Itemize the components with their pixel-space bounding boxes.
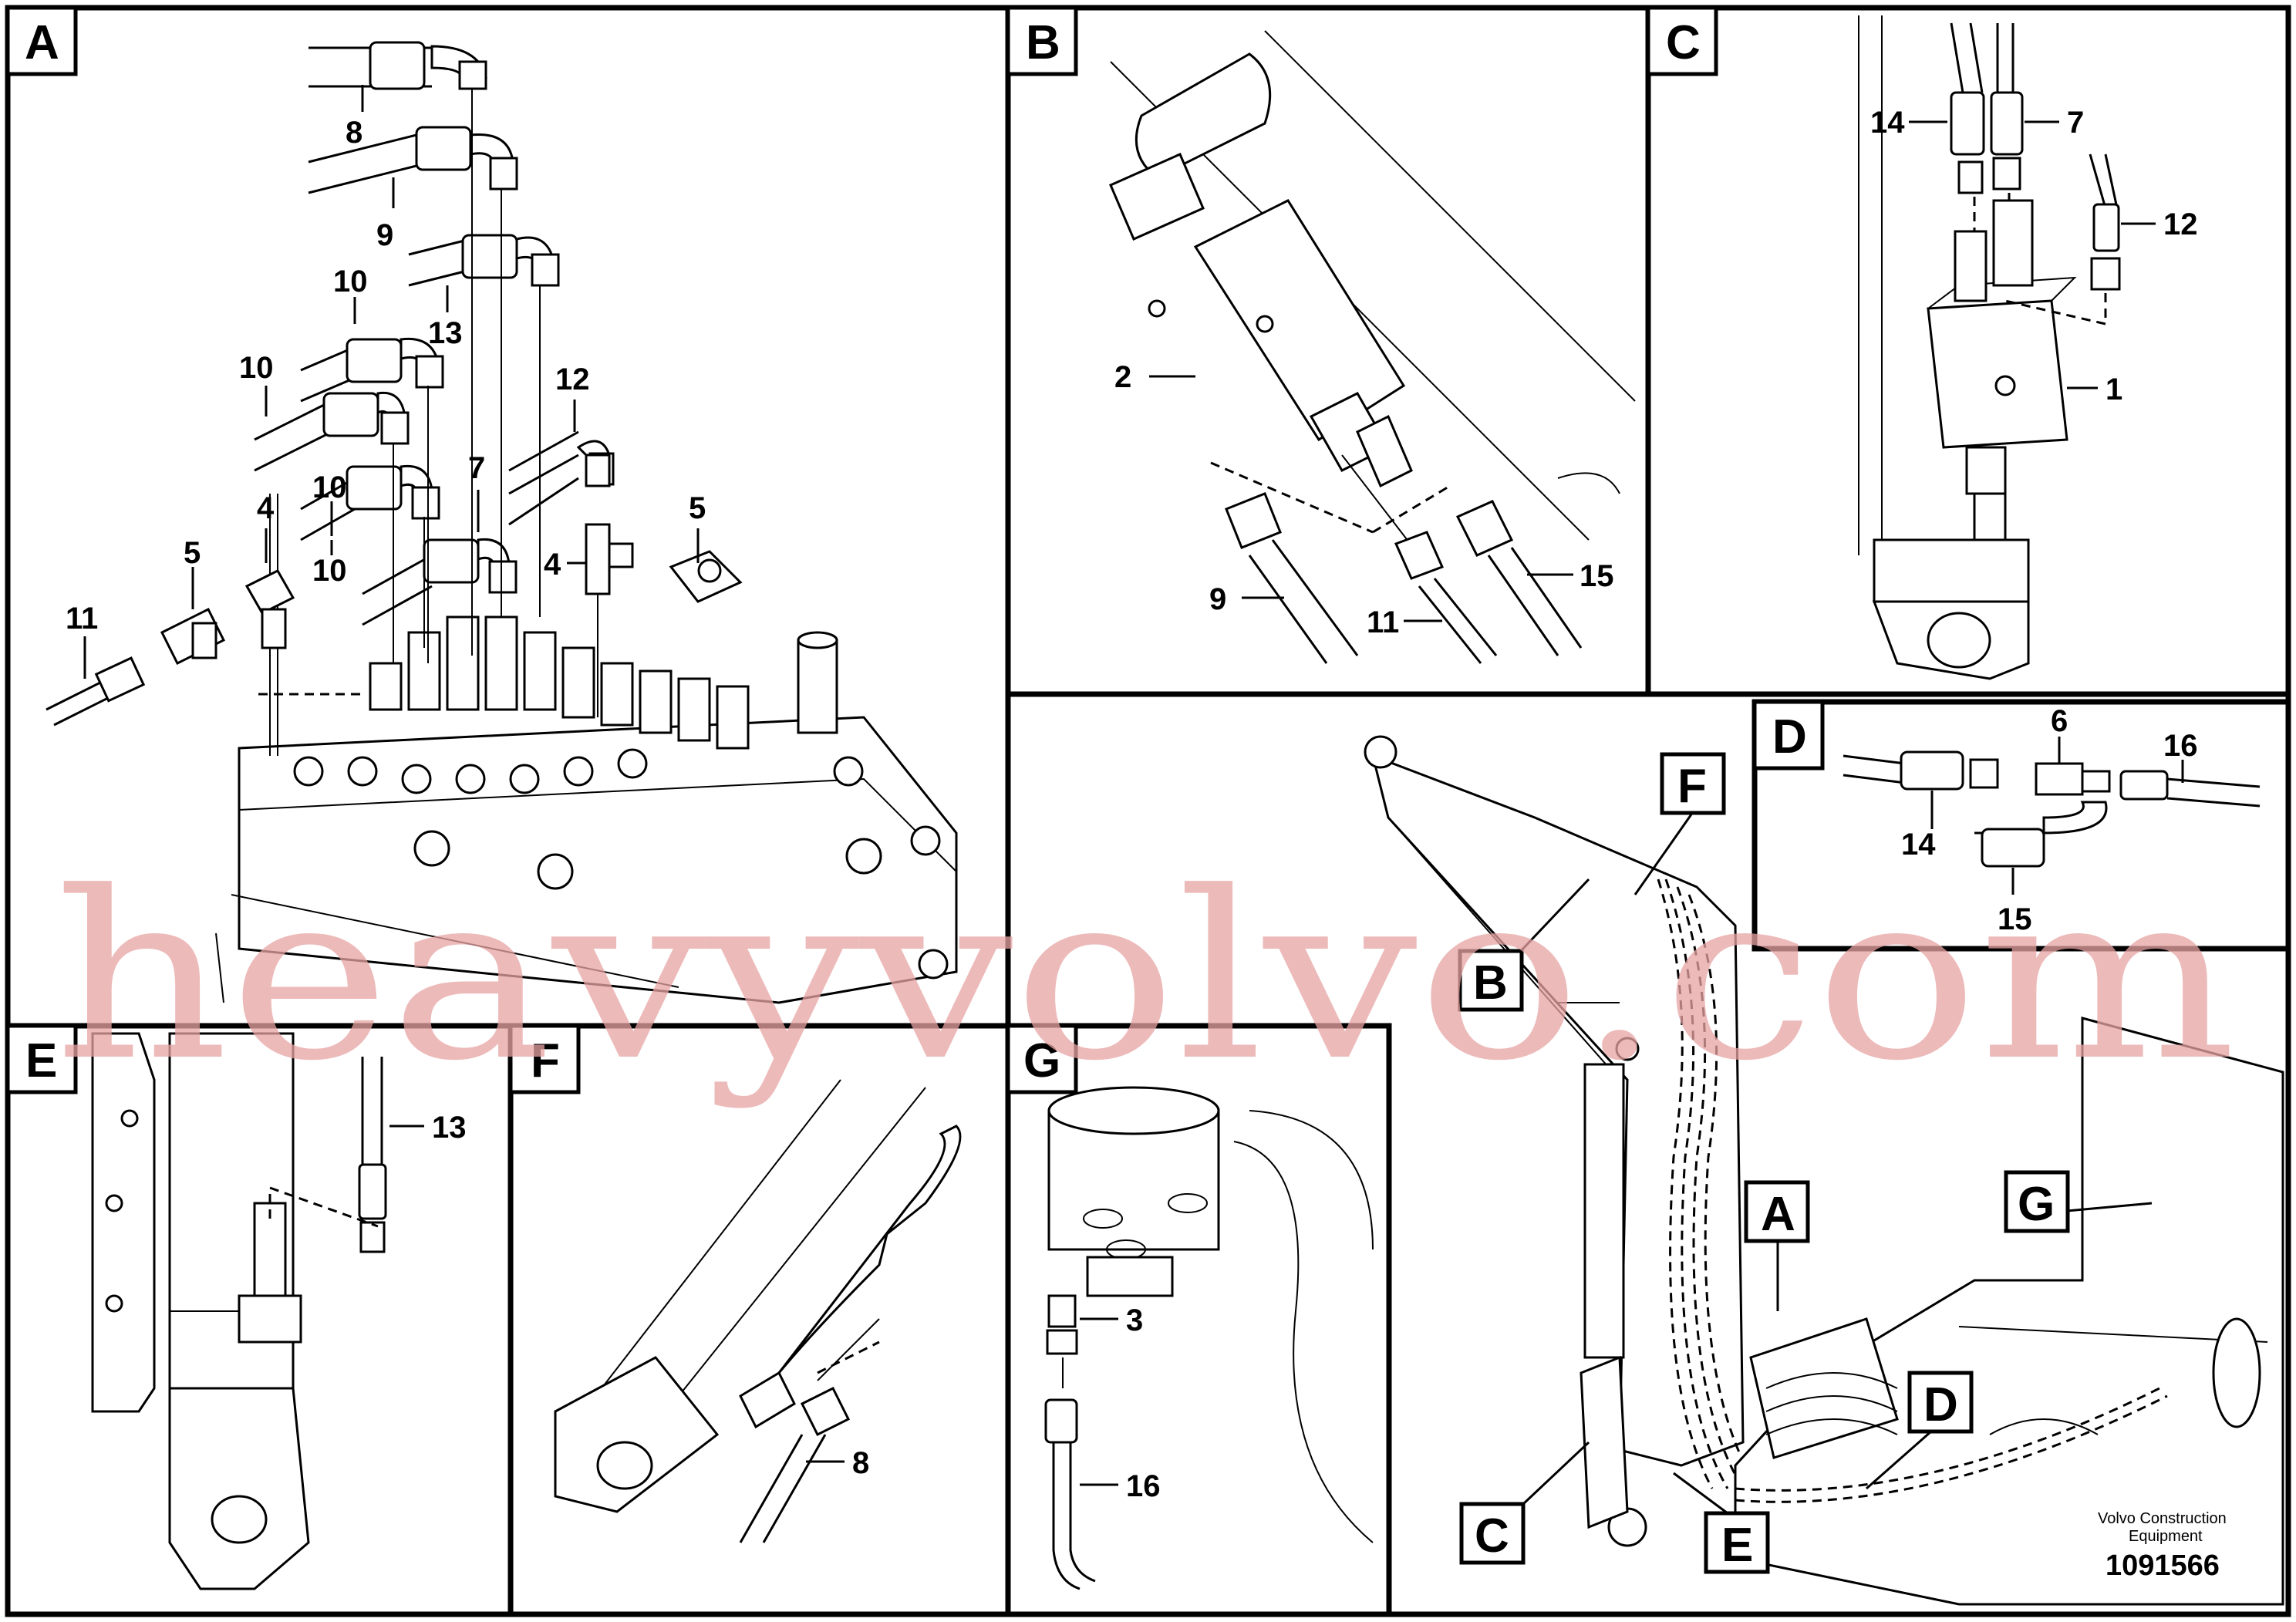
callout-a-10-mid: 10 <box>312 470 347 504</box>
panel-g-drawing: 3 16 <box>1044 1086 1374 1590</box>
tag-a <box>1744 1180 1810 1243</box>
callout-d-6: 6 <box>2051 704 2068 738</box>
callout-a-4-left: 4 <box>257 491 275 525</box>
panel-tag-d <box>1752 700 1825 771</box>
callout-d-14: 14 <box>1901 828 1936 862</box>
brand-line-1: Volvo Construction <box>2098 1510 2227 1527</box>
panel-tag-e <box>5 1023 78 1094</box>
upper-frame <box>1734 1017 2284 1606</box>
panel-tag-d-label: D <box>1772 710 1807 764</box>
tag-c <box>1459 1502 1526 1565</box>
callout-c-14: 14 <box>1870 106 1905 140</box>
panel-tag-f <box>508 1023 581 1094</box>
callout-c-1: 1 <box>2106 373 2122 406</box>
callout-a-10-left: 10 <box>239 351 274 385</box>
callout-a-4-right: 5 <box>689 491 706 525</box>
callout-a-12: 12 <box>555 363 590 396</box>
panel-f-frame <box>507 1023 1011 1617</box>
callout-a-7: 7 <box>468 451 485 485</box>
panel-tag-g-label: G <box>1023 1034 1060 1088</box>
callout-d-16: 16 <box>2163 729 2198 763</box>
panel-d-frame <box>1752 699 2291 952</box>
panel-tag-c <box>1646 5 1718 76</box>
tag-a-label: A <box>1761 1188 1795 1241</box>
panel-d-drawing: 6 16 14 15 <box>1843 704 2261 936</box>
panel-c-drawing: 14 7 12 1 <box>1858 15 2198 680</box>
watermark-text: heavyvolvo.com <box>54 842 2237 1111</box>
overview-tags: F B A G D C E <box>1458 752 2153 1574</box>
tag-f-label: F <box>1677 760 1707 813</box>
tag-b <box>1458 949 1524 1012</box>
panel-a-callouts: 8 9 10 13 10 10 10 12 7 4 5 4 5 <box>66 85 706 679</box>
tag-b-label: B <box>1473 956 1508 1010</box>
panel-c-callouts: 14 7 12 1 <box>1870 106 2198 406</box>
panel-a-drawing: 8 9 10 13 10 10 10 12 7 4 5 4 5 <box>46 41 958 1004</box>
panel-tag-a <box>5 5 78 76</box>
panel-tag-b <box>1006 5 1078 76</box>
callout-a-10-top: 10 <box>333 265 368 298</box>
tag-d <box>1907 1371 1974 1434</box>
panel-tag-g <box>1006 1023 1078 1094</box>
callout-g-16: 16 <box>1126 1469 1161 1503</box>
callout-a-10-low: 10 <box>312 554 347 588</box>
callout-b-11: 11 <box>1367 605 1399 639</box>
panel-d-callouts: 6 16 14 15 <box>1901 704 2198 936</box>
panel-a-left-fittings <box>46 430 743 727</box>
panel-b-drawing: 2 9 11 15 <box>1109 30 1636 664</box>
callout-e-13: 13 <box>432 1111 467 1145</box>
boom <box>1371 754 1745 1467</box>
overview-drawing: F B A G D C E Volvo Construction Equipme… <box>1364 735 2284 1606</box>
tag-e-label: E <box>1721 1519 1753 1572</box>
brand-line-2: Equipment <box>2129 1528 2203 1545</box>
callout-f-8: 8 <box>852 1446 869 1480</box>
panel-e-drawing: 13 <box>91 1032 467 1590</box>
callout-a-9: 9 <box>376 218 393 252</box>
tag-f <box>1660 752 1726 815</box>
callout-b-2: 2 <box>1114 360 1131 394</box>
panel-f-callouts: 8 <box>806 1446 869 1480</box>
valve-fittings <box>293 615 949 980</box>
callout-d-15: 15 <box>1998 902 2032 936</box>
panel-tags: A B C D E F G <box>5 5 1825 1094</box>
tag-c-label: C <box>1475 1509 1509 1563</box>
callout-c-7: 7 <box>2067 106 2084 140</box>
callout-a-5-left: 5 <box>184 536 201 570</box>
panel-b-callouts: 2 9 11 15 <box>1114 360 1614 639</box>
document-number: 1091566 <box>2106 1549 2220 1582</box>
panel-g-callouts: 3 16 <box>1080 1303 1161 1503</box>
tag-d-label: D <box>1923 1378 1958 1431</box>
panel-f-drawing: 8 <box>554 1079 962 1543</box>
panel-tag-c-label: C <box>1666 16 1701 69</box>
tag-g-label: G <box>2018 1178 2055 1231</box>
panel-tag-f-label: F <box>531 1034 560 1088</box>
callout-a-5-right: 4 <box>544 548 561 582</box>
callout-a-11: 11 <box>66 602 98 636</box>
callout-a-8: 8 <box>346 116 362 150</box>
panel-tag-a-label: A <box>25 16 59 69</box>
callout-c-12: 12 <box>2163 207 2198 241</box>
callout-a-13: 13 <box>428 316 463 350</box>
panel-e-callouts: 13 <box>389 1111 467 1145</box>
tag-g <box>2004 1170 2070 1233</box>
panel-tag-b-label: B <box>1026 16 1060 69</box>
tag-e <box>1704 1511 1770 1574</box>
callout-b-9: 9 <box>1209 582 1226 616</box>
callout-g-3: 3 <box>1126 1303 1143 1337</box>
callout-b-15: 15 <box>1580 559 1614 593</box>
panel-tag-e-label: E <box>25 1034 57 1088</box>
